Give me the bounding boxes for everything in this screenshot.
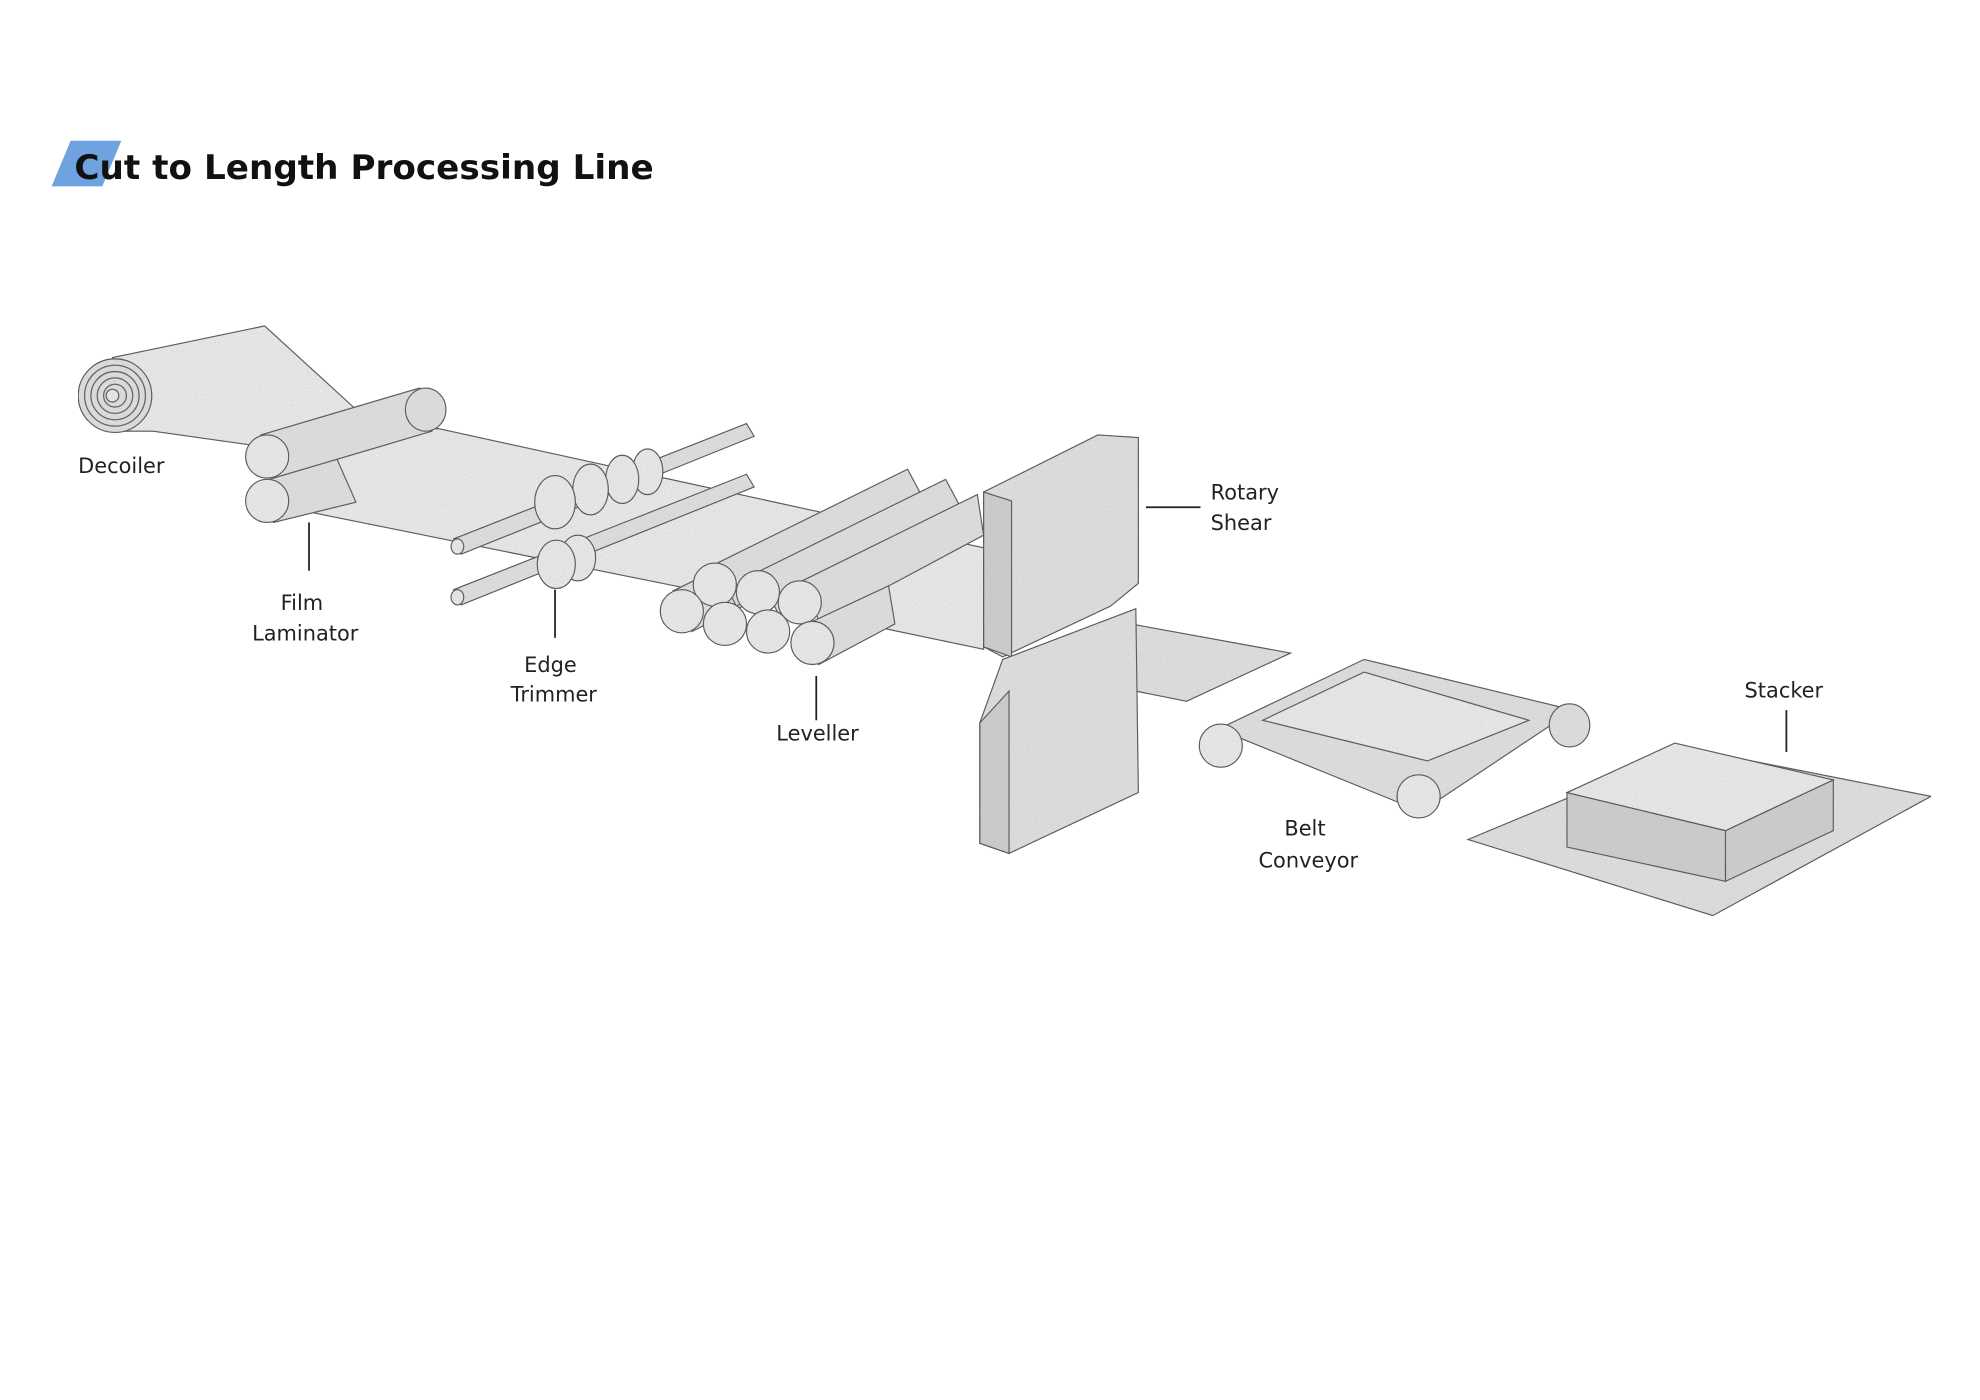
rotary-shear xyxy=(979,434,1293,855)
label-stacker: Stacker xyxy=(1745,678,1824,702)
title-accent-shape xyxy=(51,140,122,187)
belt-conveyor xyxy=(1198,658,1591,819)
stacker xyxy=(1466,742,1933,917)
label-edge-trimmer: Edge Trimmer xyxy=(510,653,598,706)
label-film-laminator: Film Laminator xyxy=(252,591,359,645)
coil-icon xyxy=(77,358,153,433)
film-laminator xyxy=(245,387,447,524)
label-leveller: Leveller xyxy=(776,722,859,746)
label-rotary-shear: Rotary Shear xyxy=(1211,481,1286,535)
label-decoiler: Decoiler xyxy=(78,454,165,478)
edge-trimmer xyxy=(450,422,755,606)
decoiler xyxy=(77,325,370,447)
label-belt-conveyor: Belt Conveyor xyxy=(1258,817,1358,873)
page-title: Cut to Length Processing Line xyxy=(74,148,653,188)
leveller xyxy=(659,468,985,666)
